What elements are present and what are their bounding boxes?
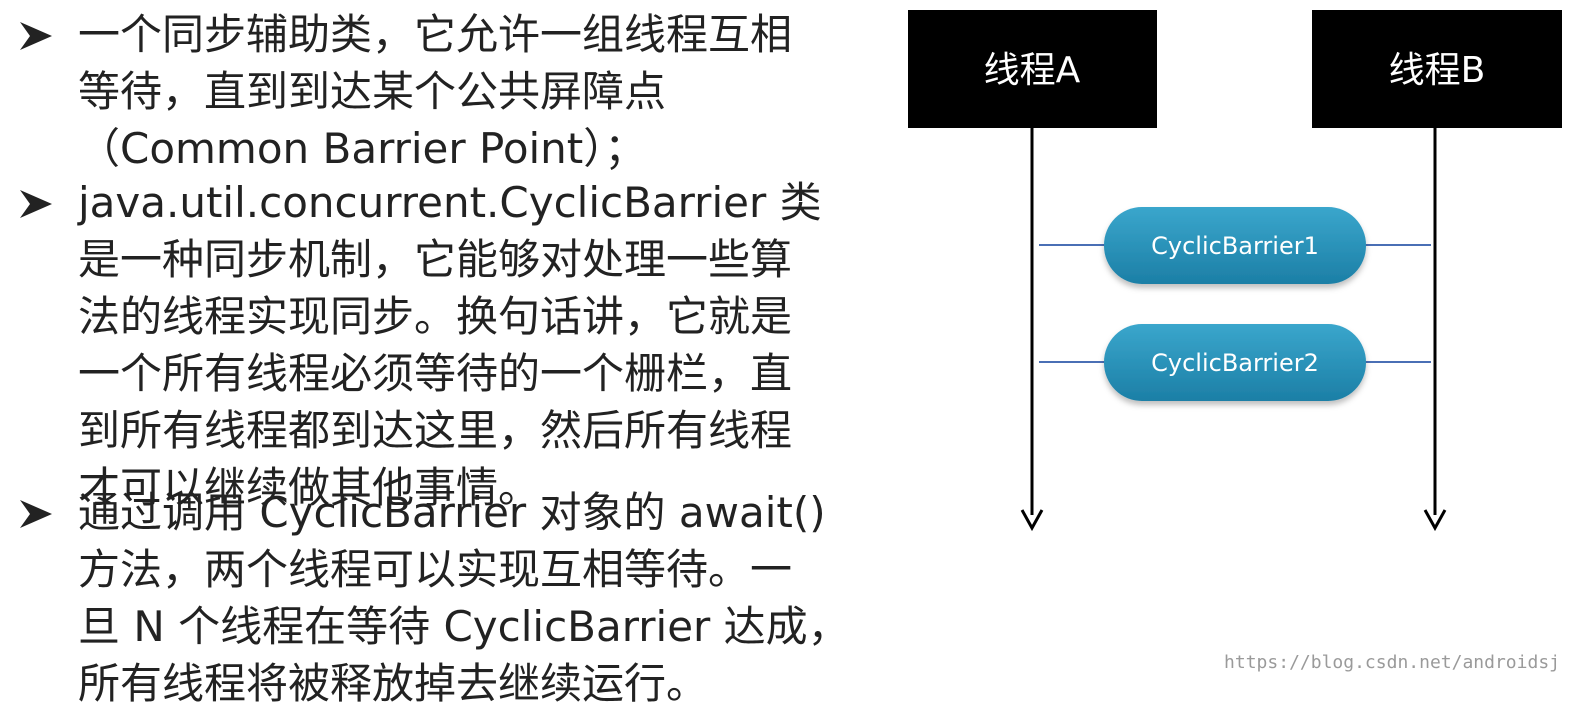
arrowhead-bullet-icon xyxy=(20,22,52,50)
barrier-2-pill xyxy=(1104,324,1366,401)
barrier-2-label: CyclicBarrier2 xyxy=(1151,349,1319,377)
bullet-text-3: 通过调用 CyclicBarrier 对象的 await() 方法，两个线程可以… xyxy=(78,488,850,708)
thread-b-label: 线程B xyxy=(1389,50,1486,91)
bullet-text-2: java.util.concurrent.CyclicBarrier 类 是一种… xyxy=(78,178,822,512)
barrier-1-label: CyclicBarrier1 xyxy=(1151,232,1319,260)
thread-a-box xyxy=(908,10,1157,128)
diagram-canvas: 线程A 线程B CyclicBarrier1 CyclicBarrier2 xyxy=(908,10,1562,532)
thread-b-arrowhead-icon xyxy=(1423,509,1447,532)
text-panel: 一个同步辅助类，它允许一组线程互相 等待，直到到达某个公共屏障点 （Common… xyxy=(12,6,902,708)
barrier-1-pill xyxy=(1104,207,1366,284)
thread-a-arrowhead-icon xyxy=(1020,509,1044,532)
thread-b-box xyxy=(1312,10,1562,128)
thread-a-label: 线程A xyxy=(984,50,1081,91)
arrowhead-bullet-icon xyxy=(20,190,52,218)
bullet-text-1: 一个同步辅助类，它允许一组线程互相 等待，直到到达某个公共屏障点 （Common… xyxy=(78,10,793,173)
arrowhead-bullet-icon xyxy=(20,500,52,528)
watermark: https://blog.csdn.net/androidsj xyxy=(1224,652,1560,673)
cyclic-barrier-diagram: 线程A 线程B CyclicBarrier1 CyclicBarrier2 xyxy=(905,0,1584,560)
